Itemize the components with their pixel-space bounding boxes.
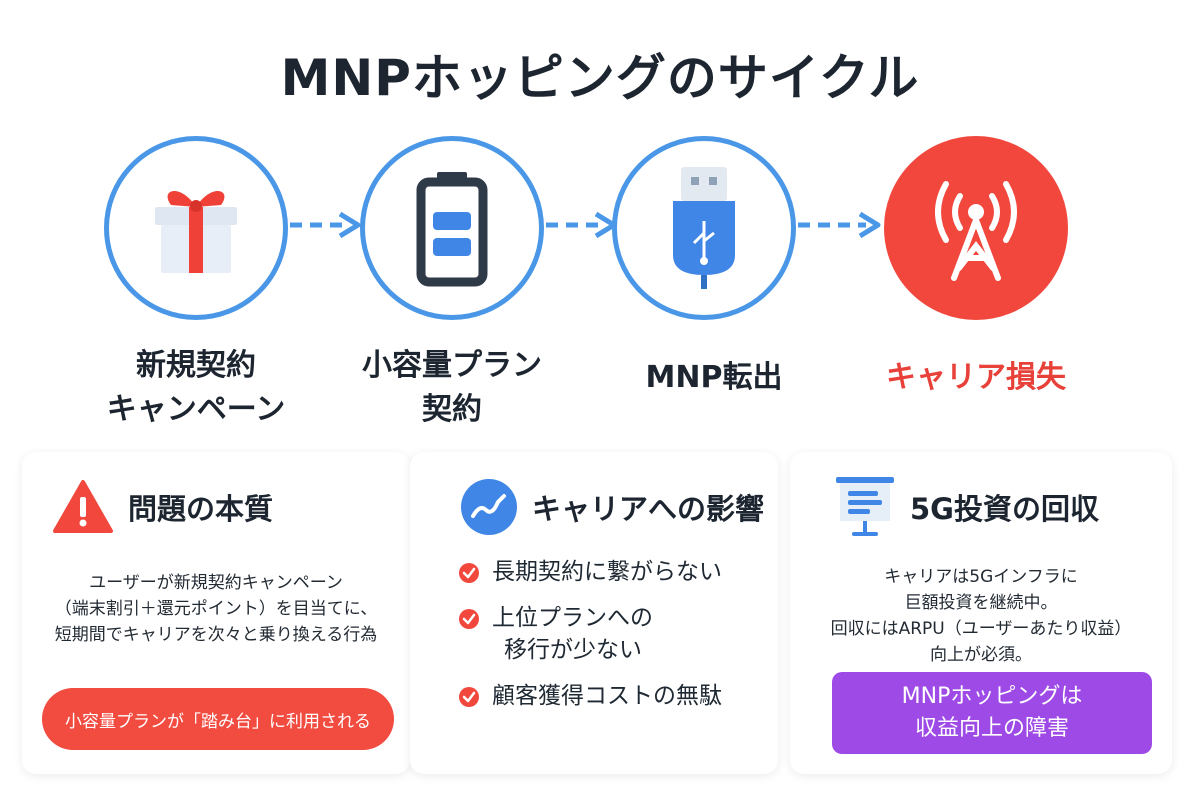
step-label-campaign: 新規契約 キャンペーン — [106, 348, 286, 427]
battery-icon — [416, 172, 488, 287]
step-circle-campaign — [104, 136, 288, 320]
check-circle-icon — [459, 563, 479, 583]
list-item: 上位プランへの 移行が少ない — [458, 602, 722, 666]
card-5g-investment: 5G投資の回収 キャリアは5Gインフラに 巨額投資を継続中。 回収にはARPU（… — [790, 452, 1172, 774]
card-description: ユーザーが新規契約キャンペーン （端末割引＋還元ポイント）を目当てに、 短期間で… — [54, 573, 378, 645]
card-header: 5G投資の回収 — [790, 477, 1172, 536]
check-circle-icon — [459, 687, 479, 707]
list-item: 長期契約に繋がらない — [458, 556, 722, 588]
presentation-icon — [836, 477, 894, 536]
card-header: キャリアへの影響 — [410, 478, 778, 536]
step-circle-mnp-out — [612, 136, 796, 320]
card-carrier-impact: キャリアへの影響 長期契約に繋がらない 上位プランへの 移行が少ない — [410, 452, 778, 774]
card-title: 問題の本質 — [128, 492, 274, 526]
card-title: キャリアへの影響 — [532, 492, 765, 526]
gift-icon — [155, 190, 237, 273]
step-label-carrier-loss: キャリア損失 — [886, 360, 1066, 395]
callout-box: MNPホッピングは 収益向上の障害 — [832, 672, 1152, 754]
step-circle-small-plan — [360, 136, 544, 320]
list-item: 顧客獲得コストの無駄 — [458, 680, 722, 712]
callout-pill: 小容量プランが「踏み台」に利用される — [42, 688, 394, 750]
arrow-right-icon — [546, 211, 617, 239]
check-circle-icon — [459, 609, 479, 629]
usb-icon — [673, 167, 735, 289]
step-label-mnp-out: MNP転出 — [645, 360, 783, 395]
card-title: 5G投資の回収 — [910, 492, 1099, 526]
impact-list: 長期契約に繋がらない 上位プランへの 移行が少ない 顧客獲得コストの無駄 — [458, 556, 722, 726]
arrow-right-icon — [798, 211, 881, 239]
step-label-small-plan: 小容量プラン 契約 — [362, 348, 542, 427]
antenna-tower-icon — [935, 181, 1017, 281]
step-circle-carrier-loss — [884, 136, 1068, 320]
card-description: キャリアは5Gインフラに 巨額投資を継続中。 回収にはARPU（ユーザーあたり収… — [830, 567, 1132, 665]
card-problem-essence: 問題の本質 ユーザーが新規契約キャンペーン （端末割引＋還元ポイント）を目当てに… — [22, 452, 410, 774]
warning-icon — [53, 480, 113, 533]
trend-icon — [461, 479, 517, 535]
page-title: MNPホッピングのサイクル — [280, 49, 920, 107]
card-header: 問題の本質 — [22, 478, 410, 536]
arrow-right-icon — [290, 211, 361, 239]
